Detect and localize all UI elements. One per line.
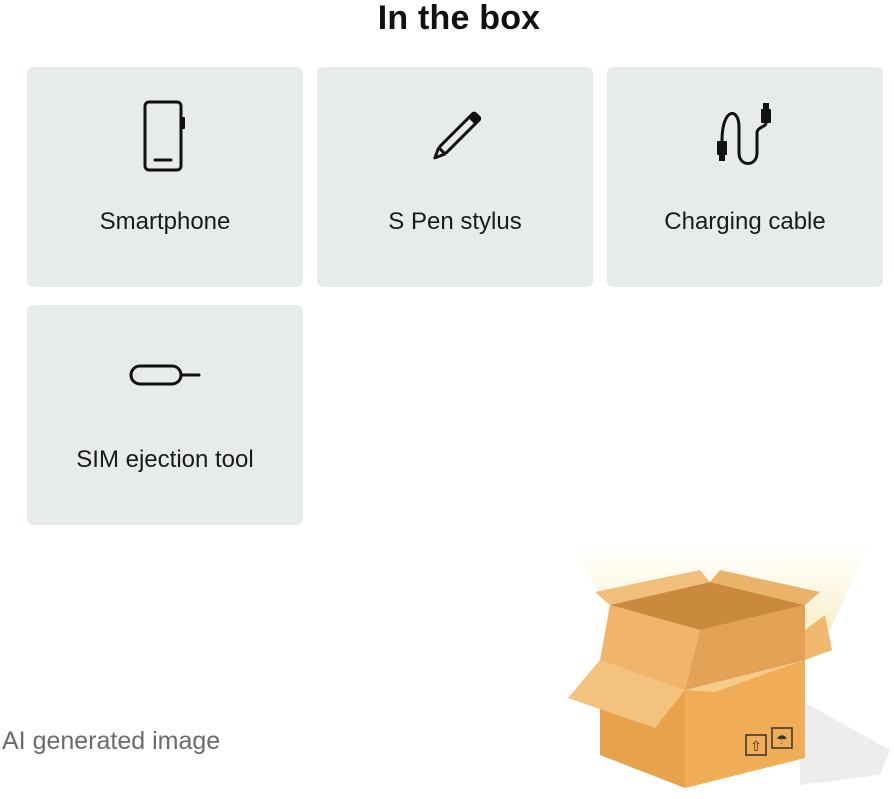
charging-cable-icon (607, 87, 883, 187)
item-card-sim-tool: SIM ejection tool (27, 305, 303, 525)
item-card-charging-cable: Charging cable (607, 67, 883, 287)
page-title: In the box (377, 0, 541, 37)
item-label: Smartphone (99, 208, 231, 235)
pen-icon (317, 87, 593, 187)
svg-text:☂: ☂ (776, 733, 788, 748)
item-label: SIM ejection tool (76, 446, 254, 473)
ai-generated-watermark: AI generated image (2, 727, 221, 755)
item-card-s-pen: S Pen stylus (317, 67, 593, 287)
open-box-illustration: ⇧ ☂ (550, 520, 894, 794)
smartphone-icon (27, 87, 303, 187)
sim-ejector-icon (27, 325, 303, 425)
svg-text:⇧: ⇧ (750, 739, 762, 755)
item-card-smartphone: Smartphone (27, 67, 303, 287)
item-label: S Pen stylus (388, 208, 522, 235)
item-label: Charging cable (664, 208, 826, 235)
